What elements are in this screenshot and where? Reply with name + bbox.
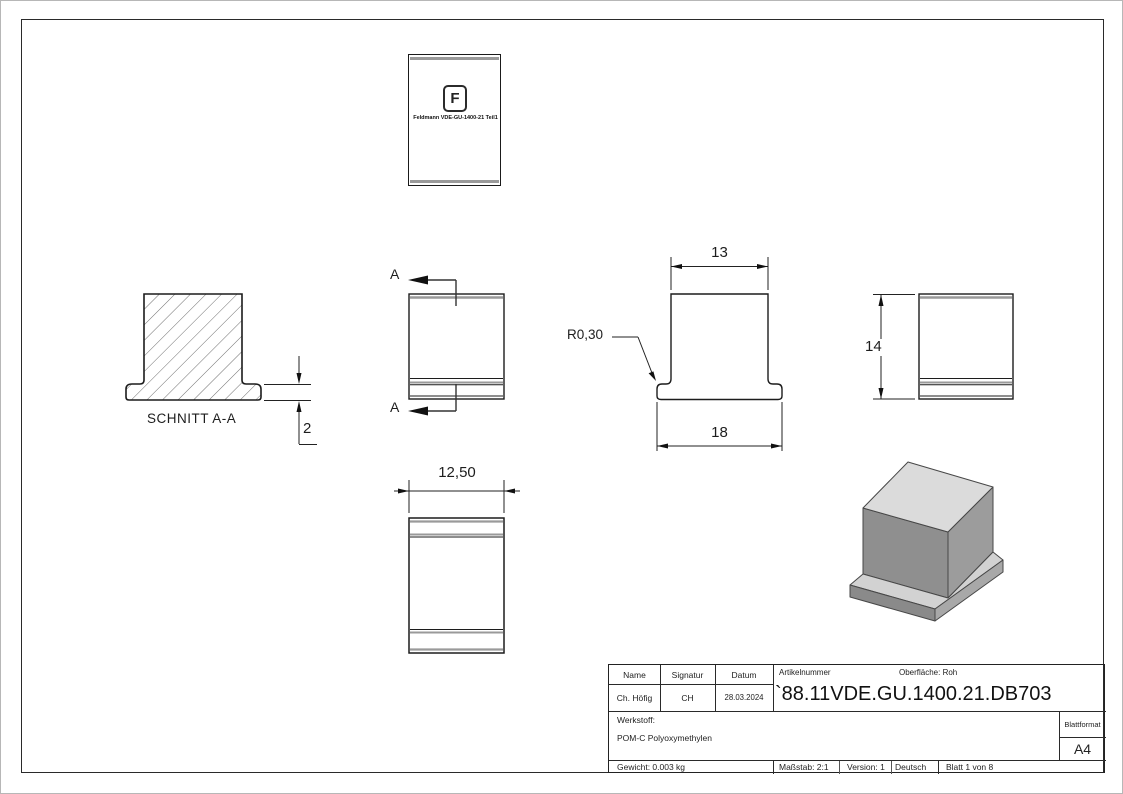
title-block: Name Signatur Datum Ch. Höfig CH 28.03.2… xyxy=(608,664,1106,774)
tb-line xyxy=(1059,737,1106,738)
tb-version: Version: 1 xyxy=(847,762,885,772)
tb-value-name: Ch. Höfig xyxy=(616,692,653,703)
tb-line xyxy=(609,684,773,685)
side-view xyxy=(873,293,1014,400)
drawing-frame xyxy=(21,19,1104,773)
label-box-top-edge xyxy=(410,57,499,60)
tb-value-datum: 28.03.2024 xyxy=(724,693,764,702)
tb-sprache: Deutsch xyxy=(895,762,927,772)
tb-line xyxy=(660,665,661,711)
label-box-bottom-edge xyxy=(410,180,499,183)
tb-line xyxy=(609,760,1106,761)
dim-flange-thickness: 2 xyxy=(303,420,312,437)
tb-line xyxy=(938,760,939,774)
tb-header-datum: Datum xyxy=(731,669,757,680)
tb-header-signatur: Signatur xyxy=(671,669,704,680)
tb-gewicht: Gewicht: 0.003 kg xyxy=(617,762,686,772)
radius-callout: R0,30 xyxy=(567,327,604,342)
dim-height: 14 xyxy=(863,338,884,356)
tb-line xyxy=(773,760,774,774)
tb-header-name: Name xyxy=(623,669,646,680)
tb-value-signatur: CH xyxy=(681,692,694,703)
cut-mark-a-bottom: A xyxy=(390,399,400,415)
tb-oberflaeche: Oberfläche: Roh xyxy=(899,667,958,677)
cut-mark-a-top: A xyxy=(390,266,400,282)
tb-line xyxy=(1059,711,1060,760)
tb-werkstoff-label: Werkstoff: xyxy=(617,715,655,725)
tb-line xyxy=(609,711,1106,712)
isometric-view xyxy=(849,461,1004,622)
section-title: SCHNITT A-A xyxy=(147,411,237,426)
tb-line xyxy=(839,760,840,774)
tb-line xyxy=(773,665,774,711)
tb-blatt: Blatt 1 von 8 xyxy=(946,762,994,772)
tb-blattformat-value: A4 xyxy=(1073,740,1092,757)
tb-artikelnummer-label: Artikelnummer xyxy=(779,667,831,677)
tb-artikelnummer-value: `88.11VDE.GU.1400.21.DB703 xyxy=(775,682,1052,705)
profile-view xyxy=(612,257,783,451)
part-label-box: F Feldmann VDE-GU-1400-21 Teil1 xyxy=(408,54,501,186)
tb-werkstoff-value: POM-C Polyoxymethylen xyxy=(617,733,712,743)
dim-top-width: 13 xyxy=(711,244,728,261)
bottom-view xyxy=(394,480,520,654)
tb-line xyxy=(891,760,892,774)
part-label-text: Feldmann VDE-GU-1400-21 Teil1 xyxy=(413,115,498,121)
dim-depth: 12,50 xyxy=(438,464,476,481)
tb-massstab: Maßstab: 2:1 xyxy=(779,762,829,772)
tb-line xyxy=(715,665,716,711)
tb-blattformat-label: Blattformat xyxy=(1064,719,1101,729)
dim-base-width: 18 xyxy=(711,424,728,441)
feldmann-logo-icon: F xyxy=(443,85,467,112)
front-view xyxy=(408,275,505,416)
section-view xyxy=(125,293,317,445)
